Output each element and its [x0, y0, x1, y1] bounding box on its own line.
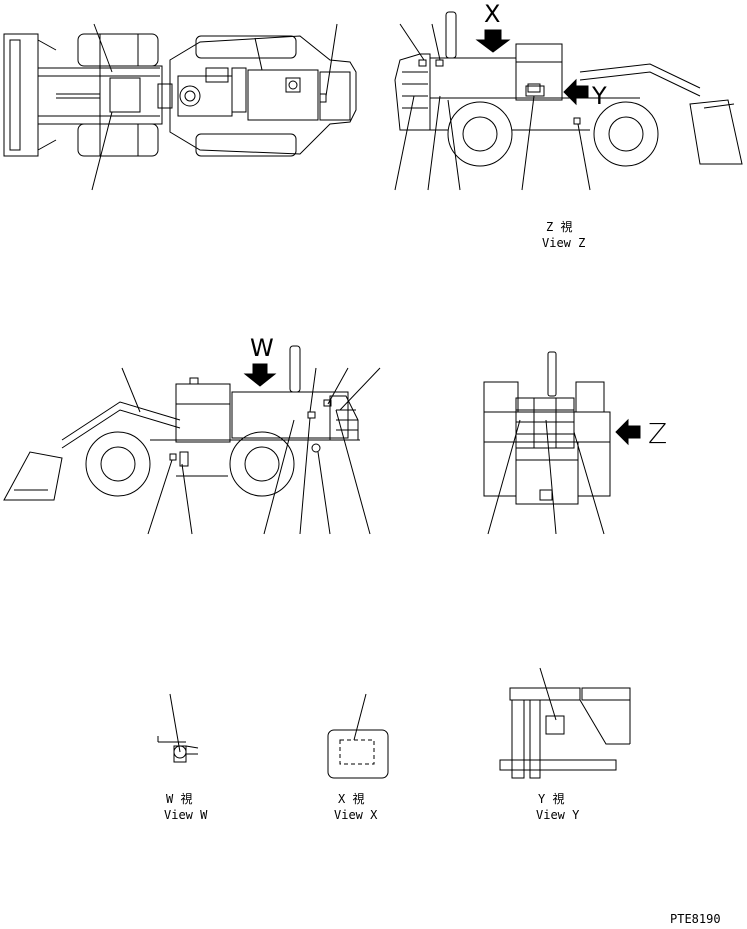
view-z-side [395, 12, 742, 190]
drawing-number: PTE8190 [670, 912, 721, 926]
view-w-caption-jp: W 視 [166, 792, 193, 806]
view-x-detail [328, 694, 388, 778]
view-z-caption-en: View Z [542, 236, 586, 250]
view-x-caption-en: View X [334, 808, 378, 822]
view-z-caption-jp: Z 視 [546, 220, 573, 234]
view-y-caption-jp: Y 視 [538, 792, 565, 806]
arrow-label-z: Z [648, 417, 668, 450]
view-x-caption-jp: X 視 [338, 792, 365, 806]
top-view-loader [4, 24, 356, 190]
rear-view [484, 352, 640, 534]
view-y-caption-en: View Y [536, 808, 580, 822]
view-w-detail [158, 694, 198, 762]
arrow-label-x: X [484, 0, 501, 28]
arrow-label-w: W [250, 334, 274, 362]
view-w-caption-en: View W [164, 808, 208, 822]
right-side-view [4, 346, 380, 534]
arrow-label-y: Y [592, 82, 607, 110]
view-y-detail [500, 668, 630, 778]
